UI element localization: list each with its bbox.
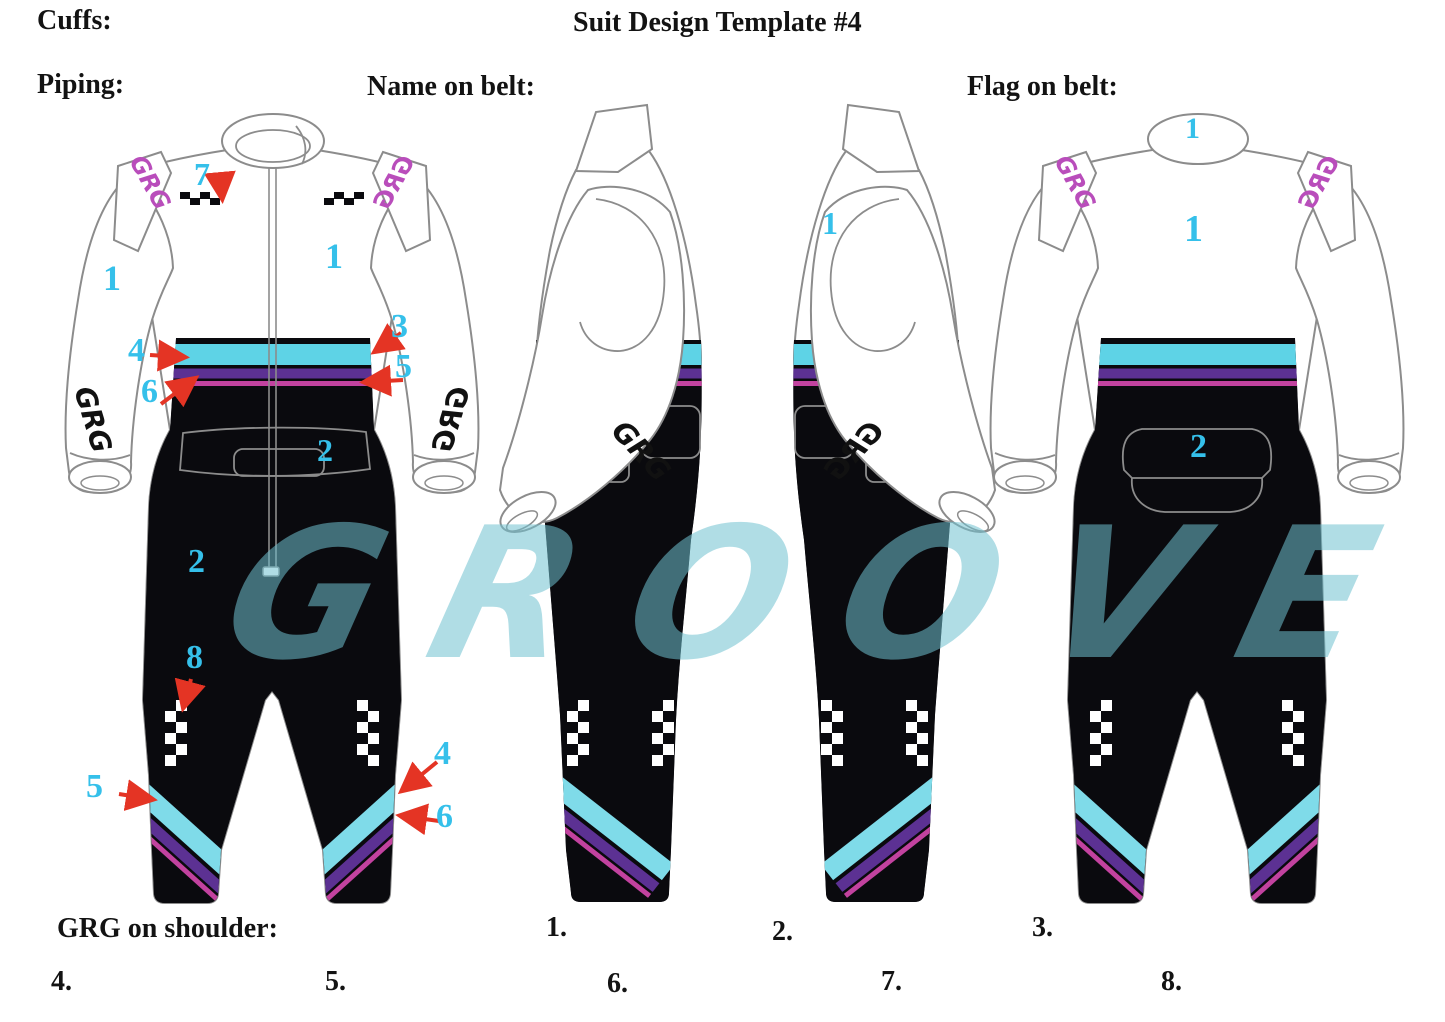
- page-title: Suit Design Template #4: [573, 7, 862, 38]
- callout-1-back-collar: 1: [1185, 112, 1200, 145]
- arrow-8-leg-checker: [174, 677, 206, 713]
- arrow-4-waist-cyan: [149, 339, 190, 372]
- callout-1-left-sleeve: 1: [103, 258, 121, 298]
- belt-outline: [179, 426, 371, 477]
- callout-2-belt: 2: [317, 432, 333, 468]
- callout-6-leg: 6: [436, 798, 453, 835]
- option-1: 1.: [546, 912, 567, 943]
- callout-2-thigh: 2: [188, 543, 205, 580]
- label-piping: Piping:: [37, 69, 125, 100]
- callout-1-side-arm: 1: [822, 205, 838, 241]
- suit-view-side-right: GRG: [785, 105, 1001, 902]
- option-6: 6.: [607, 968, 628, 999]
- callout-5-waist: 5: [395, 348, 412, 385]
- label-name-on-belt: Name on belt:: [367, 71, 535, 102]
- arrow-5-waist-purple: [359, 364, 404, 397]
- option-5: 5.: [325, 966, 346, 997]
- suit-view-back: [991, 113, 1404, 909]
- arrow-7-chest-checker: [203, 170, 236, 204]
- zipper-pull: [262, 566, 280, 577]
- back-pouch-outline: [1121, 428, 1273, 479]
- arrow-4-leg-cyan: [397, 760, 439, 795]
- label-flag-on-belt: Flag on belt:: [967, 71, 1118, 102]
- callout-4-waist: 4: [128, 332, 145, 369]
- arrow-6-leg-magenta: [395, 803, 440, 836]
- callout-4-leg: 4: [434, 735, 451, 772]
- callout-7-chest: 7: [194, 156, 210, 192]
- arrow-3-waist-top: [370, 323, 406, 355]
- belt-buckle-outline: [233, 448, 325, 477]
- callout-5-leg: 5: [86, 768, 103, 805]
- callout-6-waist: 6: [141, 373, 158, 410]
- callout-3-waist: 3: [391, 308, 408, 345]
- option-7: 7.: [881, 966, 902, 997]
- suit-view-front: GRG GRG: [66, 113, 479, 909]
- callout-1-back: 1: [1184, 208, 1203, 250]
- option-8: 8.: [1161, 966, 1182, 997]
- front-collar: [221, 113, 325, 169]
- suit-view-side-left: GRG: [494, 105, 710, 902]
- label-grg-on-shoulder: GRG on shoulder:: [57, 913, 278, 944]
- callout-1-right-chest: 1: [325, 236, 343, 276]
- label-cuffs: Cuffs:: [37, 5, 112, 36]
- arrow-5-leg-stripe: [118, 779, 158, 811]
- arrow-6-waist-magenta: [159, 375, 200, 408]
- callout-2-back-pouch: 2: [1190, 428, 1207, 465]
- back-collar: [1147, 113, 1249, 165]
- callout-8-leg-checker: 8: [186, 639, 203, 676]
- option-4: 4.: [51, 966, 72, 997]
- option-2: 2.: [772, 916, 793, 947]
- option-3: 3.: [1032, 912, 1053, 943]
